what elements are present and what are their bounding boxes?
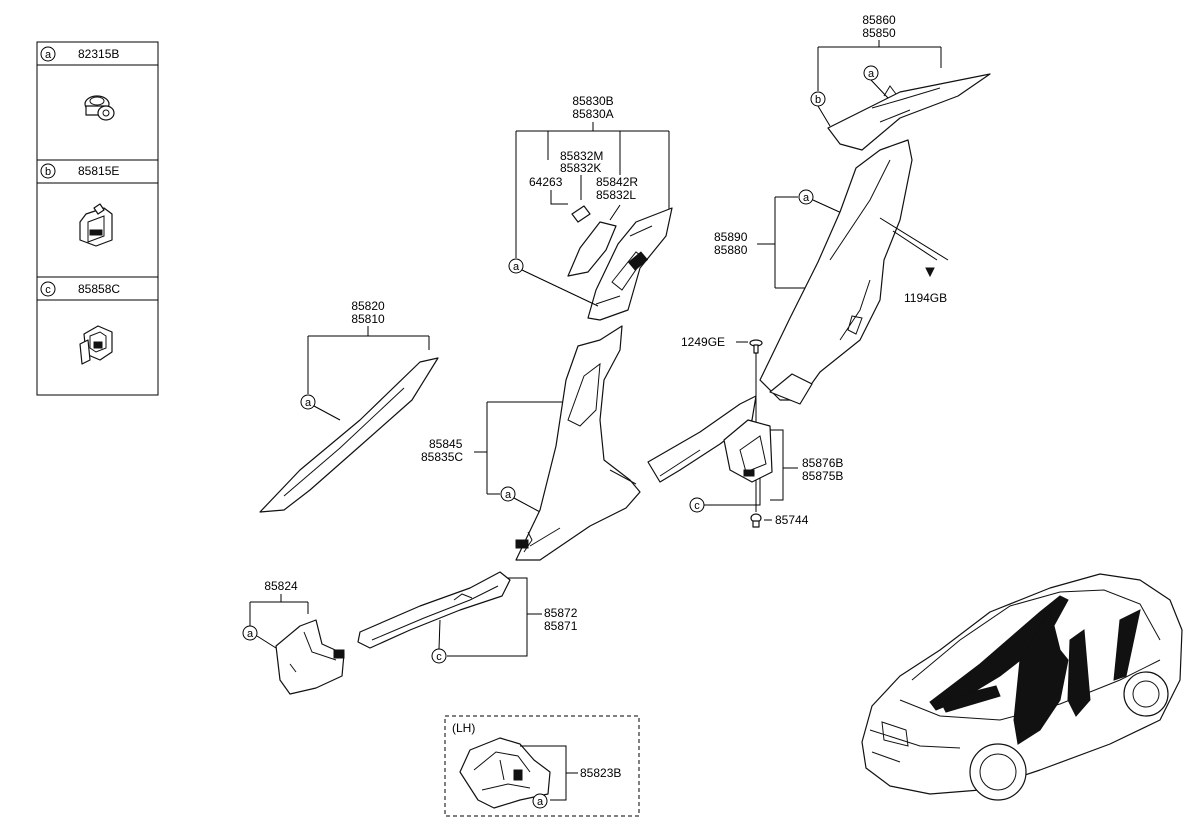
label-85832L: 85832L	[596, 188, 636, 202]
marker-a: a	[247, 628, 254, 640]
marker-b: b	[815, 94, 821, 106]
label-85872: 85872	[544, 606, 578, 620]
lh-detail-box: (LH) 85823B a	[444, 715, 640, 817]
label-85832M: 85832M	[560, 149, 603, 163]
marker-a: a	[868, 68, 875, 80]
label-85810: 85810	[351, 312, 385, 326]
clip-b-icon	[79, 203, 113, 247]
label-85744: 85744	[775, 513, 809, 527]
label-85845: 85845	[429, 437, 463, 451]
legend-part-85815E: 85815E	[78, 164, 119, 178]
legend-marker-b: b	[45, 166, 51, 178]
label-85820: 85820	[351, 299, 385, 313]
clip-a-icon	[84, 95, 115, 121]
label-85832K: 85832K	[560, 161, 601, 175]
cowl-side-trim: 85824 a	[242, 579, 345, 695]
upper-rear-pillar-trim: 85860 85850 b a	[810, 13, 991, 151]
marker-c: c	[436, 651, 442, 663]
label-85890: 85890	[714, 230, 748, 244]
legend-row-a: a 82315B	[40, 46, 119, 62]
legend-part-85858C: 85858C	[78, 282, 120, 296]
label-85860: 85860	[862, 13, 896, 27]
label-85830B: 85830B	[572, 94, 613, 108]
lh-box-title: (LH)	[452, 721, 475, 735]
label-85823B: 85823B	[580, 766, 621, 780]
legend-row-c: c 85858C	[40, 281, 120, 297]
label-85824: 85824	[264, 579, 298, 593]
label-85835C: 85835C	[421, 450, 463, 464]
label-85880: 85880	[714, 243, 748, 257]
label-1194GB: 1194GB	[904, 291, 947, 305]
marker-a: a	[537, 796, 544, 808]
marker-a: a	[803, 192, 810, 204]
label-85830A: 85830A	[572, 107, 613, 121]
label-1249GE: 1249GE	[681, 335, 725, 349]
label-85850: 85850	[862, 26, 896, 40]
clip-c-icon	[79, 325, 113, 365]
legend-box: a 82315B b 85815E c 85858C	[36, 41, 159, 396]
fastener-85744: 85744	[750, 513, 809, 528]
marker-a: a	[305, 397, 312, 409]
rear-scuff-trim: 85876B 85875B c	[647, 395, 843, 513]
marker-a: a	[505, 489, 512, 501]
legend-part-82315B: 82315B	[78, 47, 119, 61]
label-85842R: 85842R	[596, 175, 638, 189]
label-85876B: 85876B	[802, 456, 843, 470]
label-64263: 64263	[529, 175, 563, 189]
a-pillar-trim: 85820 85810 a	[259, 299, 439, 513]
c-pillar-trim: 85890 85880 a 1194GB	[714, 139, 949, 405]
legend-marker-a: a	[45, 49, 52, 61]
bolt-1249GE: 1249GE	[681, 335, 763, 512]
front-scuff-trim: 85872 85871 c	[357, 571, 578, 664]
legend-row-b: b 85815E	[40, 163, 119, 179]
car-location-illustration	[861, 573, 1183, 801]
label-85871: 85871	[544, 619, 578, 633]
legend-marker-c: c	[45, 284, 51, 296]
marker-a: a	[513, 261, 520, 273]
marker-c: c	[694, 500, 700, 512]
label-85875B: 85875B	[802, 469, 843, 483]
b-pillar-upper-trim: 85830B 85830A 85832M 85832K 64263 85842R…	[508, 94, 673, 321]
b-pillar-lower-trim: 85845 85835C a	[421, 325, 641, 561]
